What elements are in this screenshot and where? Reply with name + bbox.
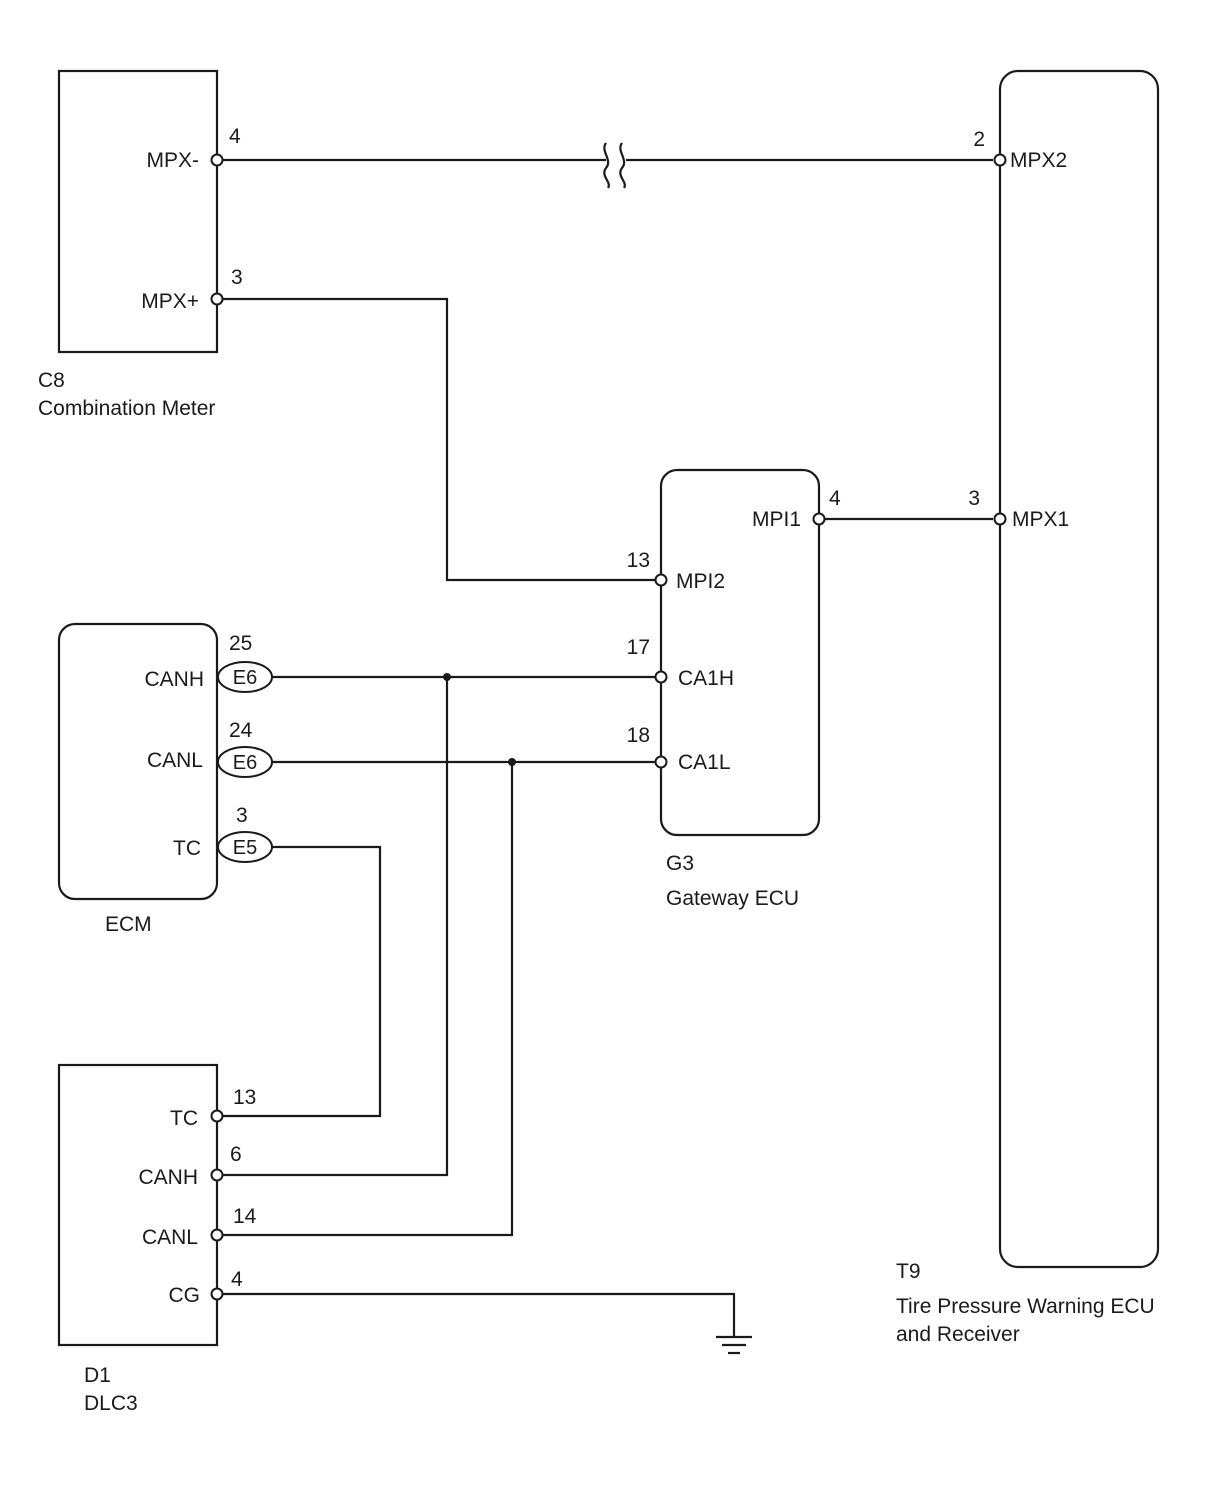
pin-t9-mpx1-num: 3 (968, 487, 980, 510)
wire-mpx-plus (222, 297, 655, 582)
pin-c8-mpx-plus-label: MPX+ (141, 290, 199, 313)
pin-g3-mpi1-label: MPI1 (752, 508, 801, 531)
ecm-box (57, 622, 219, 901)
c8-box (57, 69, 219, 354)
pin-g3-mpi2-label: MPI2 (676, 570, 725, 593)
connector-e5-tc-label: E5 (233, 837, 257, 859)
connector-e5-tc (217, 831, 273, 863)
d1-name: DLC3 (84, 1392, 138, 1415)
pin-g3-mpi2-num: 13 (627, 549, 650, 572)
pin-t9-mpx2-label: MPX2 (1010, 149, 1067, 172)
pin-ecm-tc-label: TC (173, 837, 201, 860)
wire-canh-dlc (222, 677, 449, 1177)
pin-d1-canl (210, 1228, 224, 1242)
pin-d1-tc-label: TC (170, 1107, 198, 1130)
g3-code: G3 (666, 852, 694, 875)
wires (222, 158, 993, 1336)
ground-icon (716, 1335, 752, 1355)
pin-c8-mpx-plus-num: 3 (231, 266, 243, 289)
pin-g3-ca1l (654, 755, 668, 769)
pin-c8-mpx-plus (210, 292, 224, 306)
d1-box (57, 1063, 219, 1347)
pin-g3-ca1l-label: CA1L (678, 751, 731, 774)
pin-g3-mpi1 (812, 512, 826, 526)
t9-code: T9 (896, 1260, 921, 1283)
ecm-name: ECM (105, 913, 152, 936)
pin-d1-tc-num: 13 (233, 1086, 256, 1109)
pin-g3-mpi2 (654, 573, 668, 587)
c8-name: Combination Meter (38, 397, 215, 420)
pin-g3-ca1h-label: CA1H (678, 667, 734, 690)
pin-d1-canh-label: CANH (138, 1166, 198, 1189)
pin-c8-mpx-minus-num: 4 (229, 125, 241, 148)
pin-ecm-canh-num: 25 (229, 632, 252, 655)
pin-ecm-tc-num: 3 (236, 804, 248, 827)
connector-e6-canl-label: E6 (233, 752, 257, 774)
pin-g3-mpi1-num: 4 (829, 487, 841, 510)
wire-break-icon (603, 142, 626, 189)
pin-c8-mpx-minus (210, 153, 224, 167)
splice-canl (508, 758, 516, 766)
t9-name-line1: Tire Pressure Warning ECU (896, 1295, 1155, 1318)
g3-name: Gateway ECU (666, 887, 799, 910)
wire-cg (222, 1292, 736, 1336)
connector-e6-canl (217, 746, 273, 778)
pin-c8-mpx-minus-label: MPX- (147, 149, 200, 172)
pin-ecm-canl-num: 24 (229, 719, 253, 742)
pin-ecm-canh-label: CANH (144, 668, 204, 691)
component-c8: MPX- 4 MPX+ 3 C8 Combination Meter (38, 69, 243, 420)
g3-box (659, 468, 821, 837)
component-ecm: E6 CANH 25 E6 CANL 24 E5 TC 3 ECM (57, 622, 273, 936)
t9-name-line2: and Receiver (896, 1323, 1020, 1346)
pin-t9-mpx2 (993, 153, 1007, 167)
pin-d1-canl-label: CANL (142, 1226, 198, 1249)
t9-box (998, 69, 1160, 1269)
component-g3: MPI1 4 MPI2 13 CA1H 17 CA1L 18 G3 Gatewa… (627, 468, 841, 910)
pin-t9-mpx1 (993, 512, 1007, 526)
connector-e6-canh-label: E6 (233, 667, 257, 689)
c8-code: C8 (38, 369, 65, 392)
pin-g3-ca1h (654, 670, 668, 684)
pin-g3-ca1h-num: 17 (627, 636, 650, 659)
pin-d1-canh (210, 1168, 224, 1182)
d1-code: D1 (84, 1364, 111, 1387)
wire-tc (222, 845, 382, 1118)
pin-d1-canl-num: 14 (233, 1205, 257, 1228)
pin-d1-cg (210, 1287, 224, 1301)
pin-t9-mpx2-num: 2 (973, 128, 985, 151)
pin-t9-mpx1-label: MPX1 (1012, 508, 1069, 531)
component-t9: MPX2 2 MPX1 3 T9 Tire Pressure Warning E… (896, 69, 1160, 1346)
component-d1: TC 13 CANH 6 CANL 14 CG 4 D1 DLC3 (57, 1063, 257, 1415)
pin-d1-tc (210, 1109, 224, 1123)
pin-ecm-canl-label: CANL (147, 749, 203, 772)
pin-d1-cg-label: CG (169, 1284, 201, 1307)
pin-d1-canh-num: 6 (230, 1143, 242, 1166)
pin-d1-cg-num: 4 (231, 1268, 243, 1291)
wire-canl-dlc (222, 762, 514, 1237)
pin-g3-ca1l-num: 18 (627, 724, 650, 747)
splice-canh (443, 673, 451, 681)
connector-e6-canh (217, 661, 273, 693)
